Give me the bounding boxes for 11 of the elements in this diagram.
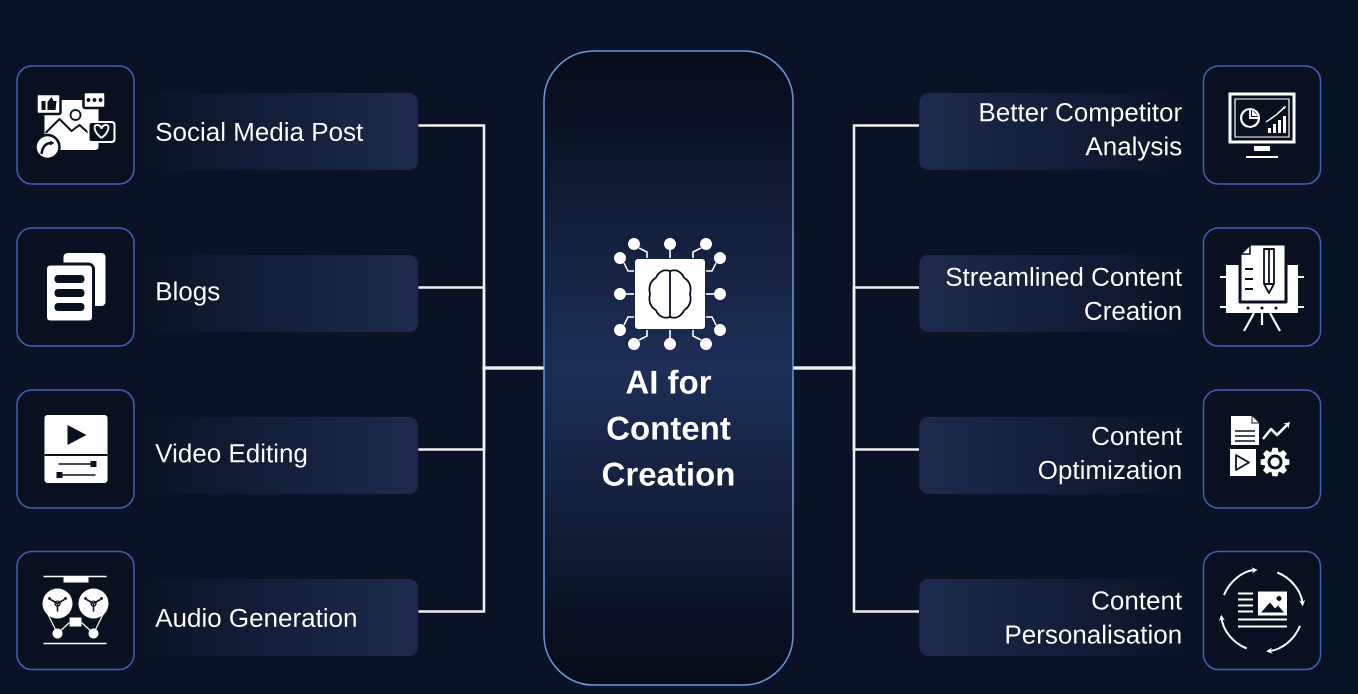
label-bar: Streamlined Content Creation bbox=[919, 255, 1191, 332]
connector-line bbox=[418, 366, 544, 613]
label-bar: Blogs bbox=[140, 255, 419, 332]
rounded-panel: AI for Content Creation bbox=[543, 50, 794, 686]
label-bar: Social Media Post bbox=[140, 93, 419, 170]
label-bar: Video Editing bbox=[140, 417, 419, 494]
label-bar: Content Optimization bbox=[919, 417, 1191, 494]
label-bar: Audio Generation bbox=[140, 579, 419, 656]
connector-line bbox=[793, 366, 919, 613]
label-bar: Better Competitor Analysis bbox=[919, 93, 1191, 170]
label-bar: Content Personalisation bbox=[919, 579, 1191, 656]
